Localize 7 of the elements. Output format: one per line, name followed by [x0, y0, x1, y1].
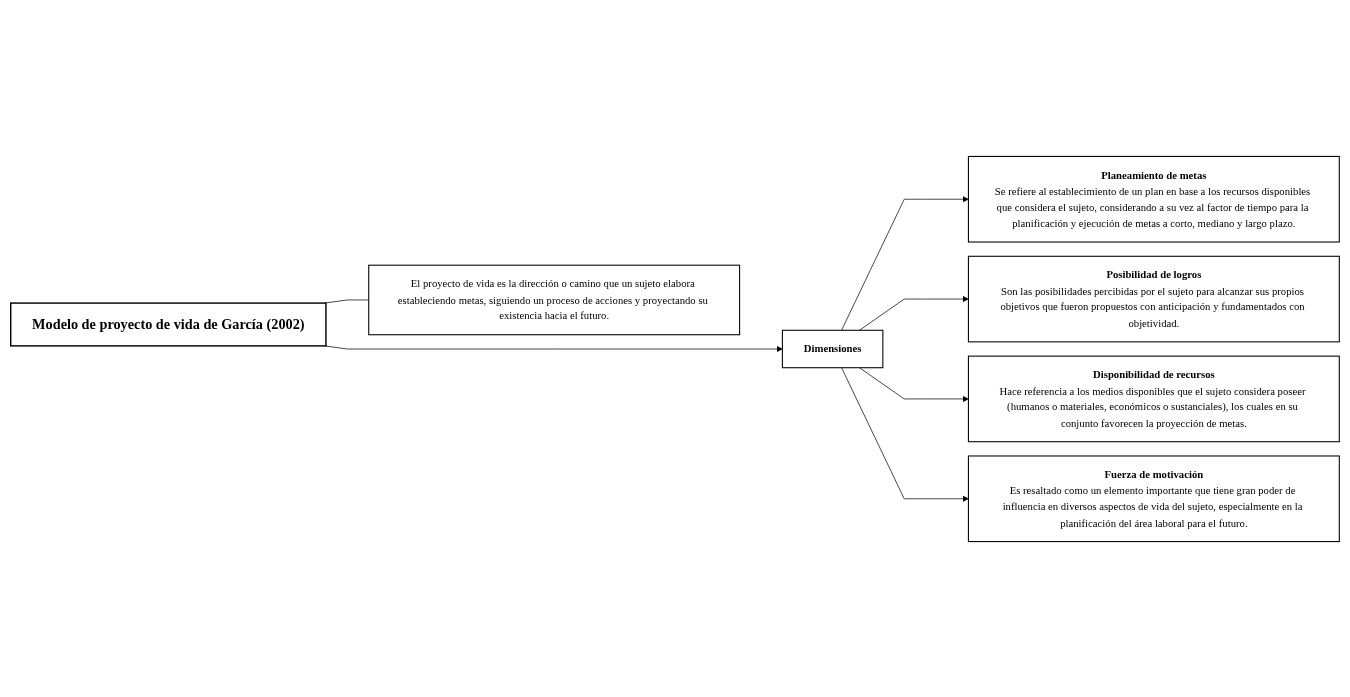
node-box: Planeamiento de metas Se refiere al establecimiento de un plan en base a los recursos disponibles que considera el sujeto, considerando a su vez al factor de tiempo para la planificación y ejecución de metas a corto, mediano y largo plazo.: [967, 155, 1340, 243]
node-box: Disponibilidad de recursos Hace referencia a los medios disponibles que el sujeto considera poseer (humanos o materiales, económicos o sustanciales), los cuales en su conjunto favorecen la proyección de metas.: [967, 355, 1340, 442]
node-box: Modelo de proyecto de vida de García (2002): [10, 301, 327, 347]
node-box: Posibilidad de logros Son las posibilidades percibidas por el sujeto para alcanzar sus propios objetivos que fueron propuestos con anticipación y fundamentados con objetividad.: [967, 255, 1340, 342]
node-box: Dimensiones: [781, 329, 884, 368]
node-box: Fuerza de motivación Es resaltado como un elemento importante que tiene gran poder de influencia en diversos aspectos de vida del sujeto, especialmente en la planificación del área laboral para el futuro.: [967, 454, 1340, 542]
node-box: El proyecto de vida es la dirección o camino que un sujeto elabora estableciendo metas, siguiendo un proceso de acciones y proyectando su existencia hacia el futuro.: [368, 264, 741, 335]
